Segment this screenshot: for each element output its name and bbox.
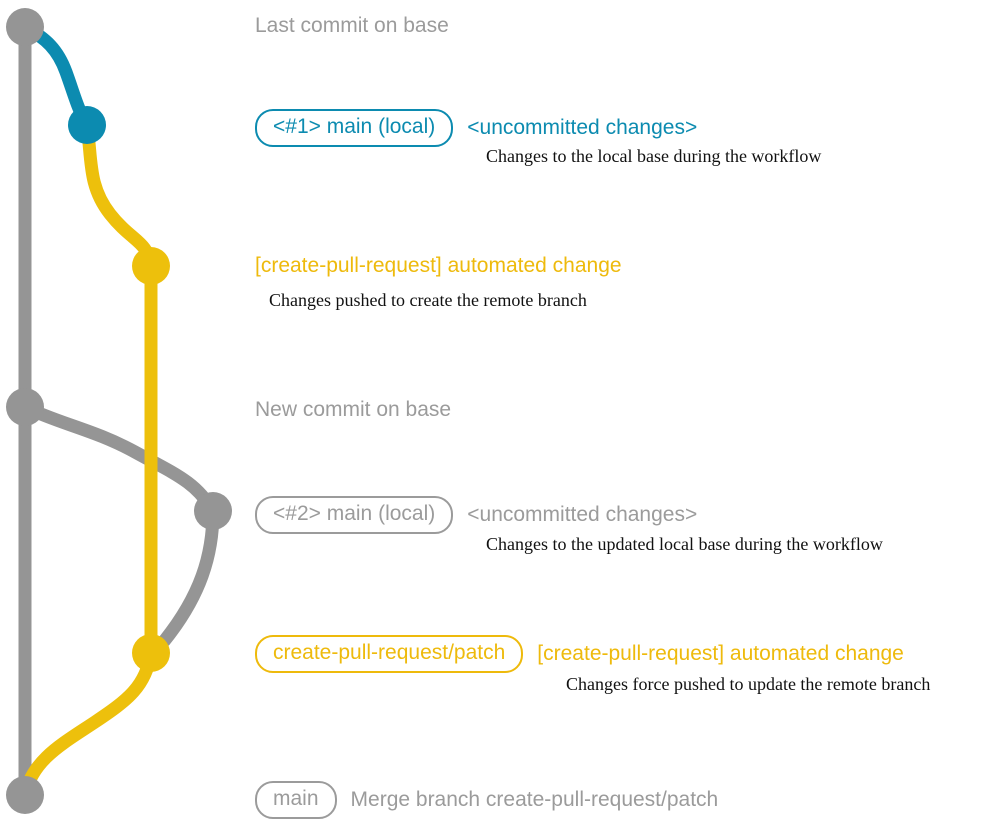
row-local-commit-2: <#2> main (local) <uncommitted changes> <box>255 496 697 534</box>
edge-base2-to-local2 <box>18 400 220 518</box>
commit-node-base-1[interactable] <box>6 8 44 46</box>
ref-badge-create-pull-request-patch[interactable]: create-pull-request/patch <box>255 635 524 673</box>
commit-description-patch-1: Changes pushed to create the remote bran… <box>269 290 587 310</box>
commit-subject-patch-1: [create-pull-request] automated change <box>255 254 622 277</box>
headline-new-commit-on-base: New commit on base <box>255 398 452 421</box>
commit-subject-patch-2: [create-pull-request] automated change <box>537 642 904 665</box>
commit-node-patch-1[interactable] <box>132 247 170 285</box>
commit-node-local-2[interactable] <box>194 492 232 530</box>
commit-node-merge[interactable] <box>6 776 44 814</box>
ref-badge-main[interactable]: main <box>255 781 337 819</box>
row-merge-commit: main Merge branch create-pull-request/pa… <box>255 781 718 819</box>
commit-node-base-2[interactable] <box>6 388 44 426</box>
ref-badge-main-local-1[interactable]: <#1> main (local) <box>255 109 454 147</box>
ref-badge-main-local-2[interactable]: <#2> main (local) <box>255 496 454 534</box>
edge-patch2-to-merge <box>18 646 158 802</box>
commit-subject-merge: Merge branch create-pull-request/patch <box>350 788 719 811</box>
commit-description-patch-2: Changes force pushed to update the remot… <box>566 674 931 694</box>
commit-description-local-2: Changes to the updated local base during… <box>486 534 883 554</box>
commit-description-local-1: Changes to the local base during the wor… <box>486 146 822 166</box>
headline-last-commit-on-base: Last commit on base <box>255 14 449 37</box>
row-patch-commit-2: create-pull-request/patch [create-pull-r… <box>255 635 904 673</box>
edge-local1-to-patch1 <box>80 118 158 273</box>
row-local-commit-1: <#1> main (local) <uncommitted changes> <box>255 109 697 147</box>
commit-node-patch-2[interactable] <box>132 634 170 672</box>
commit-node-local-1[interactable] <box>68 106 106 144</box>
commit-subject-local-2: <uncommitted changes> <box>467 503 698 526</box>
commit-subject-local-1: <uncommitted changes> <box>467 116 698 139</box>
